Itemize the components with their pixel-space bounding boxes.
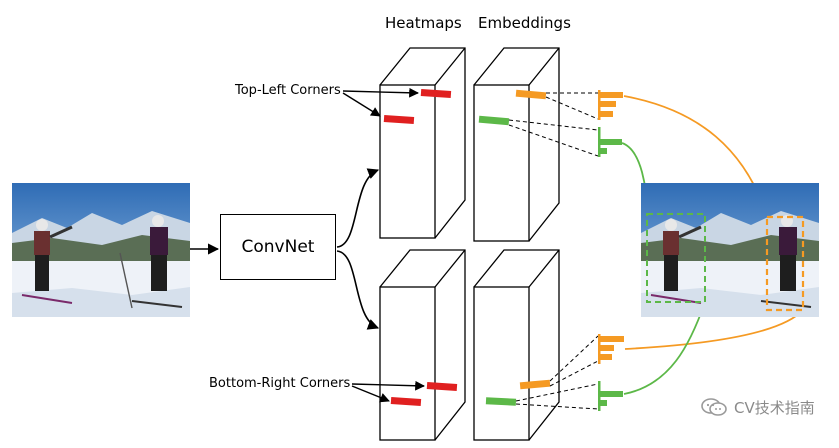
heatmap-mark-bottom-2 (390, 396, 422, 407)
heatmaps-header: Heatmaps (385, 14, 462, 32)
embedding-mark-bottom-green (485, 397, 517, 406)
bottom-right-arrow-1 (351, 380, 425, 391)
branch-arrow-bottom (336, 250, 380, 330)
heatmap-block-bottom (379, 249, 466, 441)
embedding-vector-bottom-orange (598, 334, 624, 364)
embedding-vector-bottom-green (598, 381, 623, 411)
embedding-block-bottom (473, 249, 560, 441)
input-image (12, 183, 190, 317)
convnet-box: ConvNet (220, 214, 336, 280)
embeddings-header: Embeddings (478, 14, 571, 32)
embedding-mark-top-green (478, 115, 510, 126)
bottom-right-corners-label: Bottom-Right Corners (209, 376, 351, 391)
orange-detection-box (765, 215, 805, 312)
top-left-arrow-2 (342, 92, 381, 117)
group-curve-orange-bottom (624, 309, 804, 350)
projection-lines (508, 92, 599, 410)
green-detection-box (646, 213, 706, 303)
output-image (641, 183, 819, 317)
wechat-icon (701, 398, 727, 416)
embedding-block-top (473, 47, 560, 242)
embedding-vector-top-green (598, 127, 622, 157)
heatmap-mark-top-2 (383, 114, 415, 125)
top-left-corners-label: Top-Left Corners (235, 83, 341, 98)
branch-arrow-top (336, 168, 380, 248)
heatmap-block-top (379, 47, 466, 239)
watermark: CV技术指南 (700, 396, 815, 418)
embedding-mark-bottom-orange (519, 379, 551, 390)
bottom-right-arrow-2 (351, 385, 390, 403)
top-left-arrow-1 (342, 87, 419, 98)
heatmap-mark-bottom-1 (426, 381, 458, 392)
embedding-vector-top-orange (598, 90, 623, 120)
embedding-mark-top-orange (515, 89, 547, 100)
watermark-text: CV技术指南 (734, 398, 815, 417)
heatmap-mark-top-1 (420, 88, 452, 99)
convnet-label: ConvNet (241, 237, 315, 257)
